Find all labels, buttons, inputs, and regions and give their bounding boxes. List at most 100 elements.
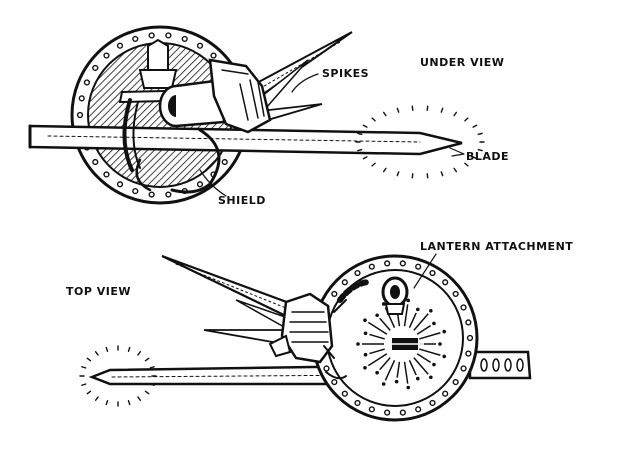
sparkle-dash xyxy=(362,124,368,128)
rivet xyxy=(442,390,449,397)
spikes-leader xyxy=(291,73,319,93)
sparkle-dash xyxy=(371,162,376,167)
sparkle-dash xyxy=(382,167,387,173)
sunburst-ray xyxy=(408,312,417,328)
rivet xyxy=(465,350,472,357)
sunburst-ray xyxy=(419,348,441,356)
rivet xyxy=(148,191,155,198)
top-spikes xyxy=(161,254,294,346)
sunburst-dot xyxy=(415,307,420,312)
rivet xyxy=(331,290,338,298)
rivet xyxy=(466,334,474,342)
sunburst-ray xyxy=(396,361,401,378)
sunburst-dot xyxy=(356,342,360,346)
sparkle-dash xyxy=(396,107,400,113)
rivet xyxy=(78,95,85,102)
rivet xyxy=(452,378,459,386)
sunburst-dot xyxy=(375,313,379,318)
top-blade-sparkle xyxy=(79,345,157,407)
sunburst-ray xyxy=(403,304,409,327)
sunburst-ray xyxy=(403,361,409,384)
sunburst-dot xyxy=(442,329,447,334)
rivet xyxy=(165,191,172,198)
rivet xyxy=(148,32,155,39)
sunburst-ray xyxy=(416,353,432,364)
sunburst-dot xyxy=(432,362,436,367)
sparkle-dash xyxy=(94,396,99,401)
rivet xyxy=(83,79,91,86)
rivet xyxy=(368,406,375,413)
sparkle-dash xyxy=(127,346,131,352)
sunburst-dot xyxy=(442,354,447,359)
rivet xyxy=(460,365,467,372)
under-view-drawing xyxy=(28,25,485,205)
sunburst-dot xyxy=(381,302,386,306)
rivet xyxy=(76,111,84,119)
rivet xyxy=(399,409,406,416)
rivet xyxy=(429,399,436,407)
top-view-label: TOP VIEW xyxy=(66,285,131,298)
rivet xyxy=(92,158,99,166)
sparkle-dash xyxy=(382,111,387,117)
rivet xyxy=(399,260,406,267)
sparkle-dash xyxy=(477,132,483,136)
sunburst-dot xyxy=(438,342,442,346)
sparkle-dash xyxy=(149,383,155,386)
sparkle-dash xyxy=(472,156,478,160)
sunburst-dot xyxy=(429,375,433,380)
sunburst-ray xyxy=(413,313,429,331)
sunburst-dot xyxy=(429,308,433,313)
sunburst-ray xyxy=(419,332,441,340)
rivet xyxy=(221,158,228,166)
rivet xyxy=(331,378,338,386)
sunburst-dot xyxy=(406,298,411,303)
sparkle-dash xyxy=(472,124,478,128)
sunburst-ray xyxy=(413,357,429,375)
rivet xyxy=(354,399,361,407)
rivet xyxy=(465,319,472,326)
shield-label: SHIELD xyxy=(218,194,266,207)
rivet xyxy=(354,269,361,277)
tang-rivet xyxy=(492,358,500,372)
sunburst-ray xyxy=(369,348,385,355)
under-handle-assembly xyxy=(118,38,272,194)
sparkle-dash xyxy=(453,111,458,117)
sparkle-dash xyxy=(440,107,444,113)
rivet xyxy=(210,52,217,59)
rivet xyxy=(92,64,99,72)
sparkle-dash xyxy=(464,117,469,122)
rivet xyxy=(196,42,204,49)
sunburst-ray xyxy=(408,360,417,376)
rivet xyxy=(415,263,422,270)
sunburst-dot xyxy=(415,376,420,381)
sparkle-dash xyxy=(440,171,444,177)
rivet xyxy=(341,390,348,397)
rivet xyxy=(384,260,391,267)
top-shield xyxy=(311,254,479,422)
blade-label: BLADE xyxy=(466,150,509,163)
sunburst-dot xyxy=(363,352,368,357)
rivet xyxy=(103,52,110,59)
sparkle-dash xyxy=(137,351,142,356)
rivet xyxy=(196,181,204,188)
sunburst-dot xyxy=(375,370,379,375)
sunburst-dot xyxy=(432,321,436,326)
top-gauntlet xyxy=(268,292,335,364)
lantern-attachment-ring[interactable] xyxy=(381,276,409,315)
rivet xyxy=(181,35,188,43)
spikes-label: SPIKES xyxy=(322,67,369,80)
sunburst-dot xyxy=(363,318,367,323)
sparkle-dash xyxy=(149,366,155,369)
rivet xyxy=(415,406,422,413)
sparkle-dash xyxy=(127,400,131,406)
sparkle-dash xyxy=(81,366,87,369)
sparkle-dash xyxy=(477,148,483,152)
top-view-drawing xyxy=(79,253,532,422)
sunburst-ray xyxy=(367,353,388,367)
sparkle-dash xyxy=(81,383,87,386)
sparkle-dash xyxy=(371,117,376,122)
rivet xyxy=(384,409,391,416)
tang-rivet xyxy=(504,358,512,372)
rivet xyxy=(103,171,110,178)
